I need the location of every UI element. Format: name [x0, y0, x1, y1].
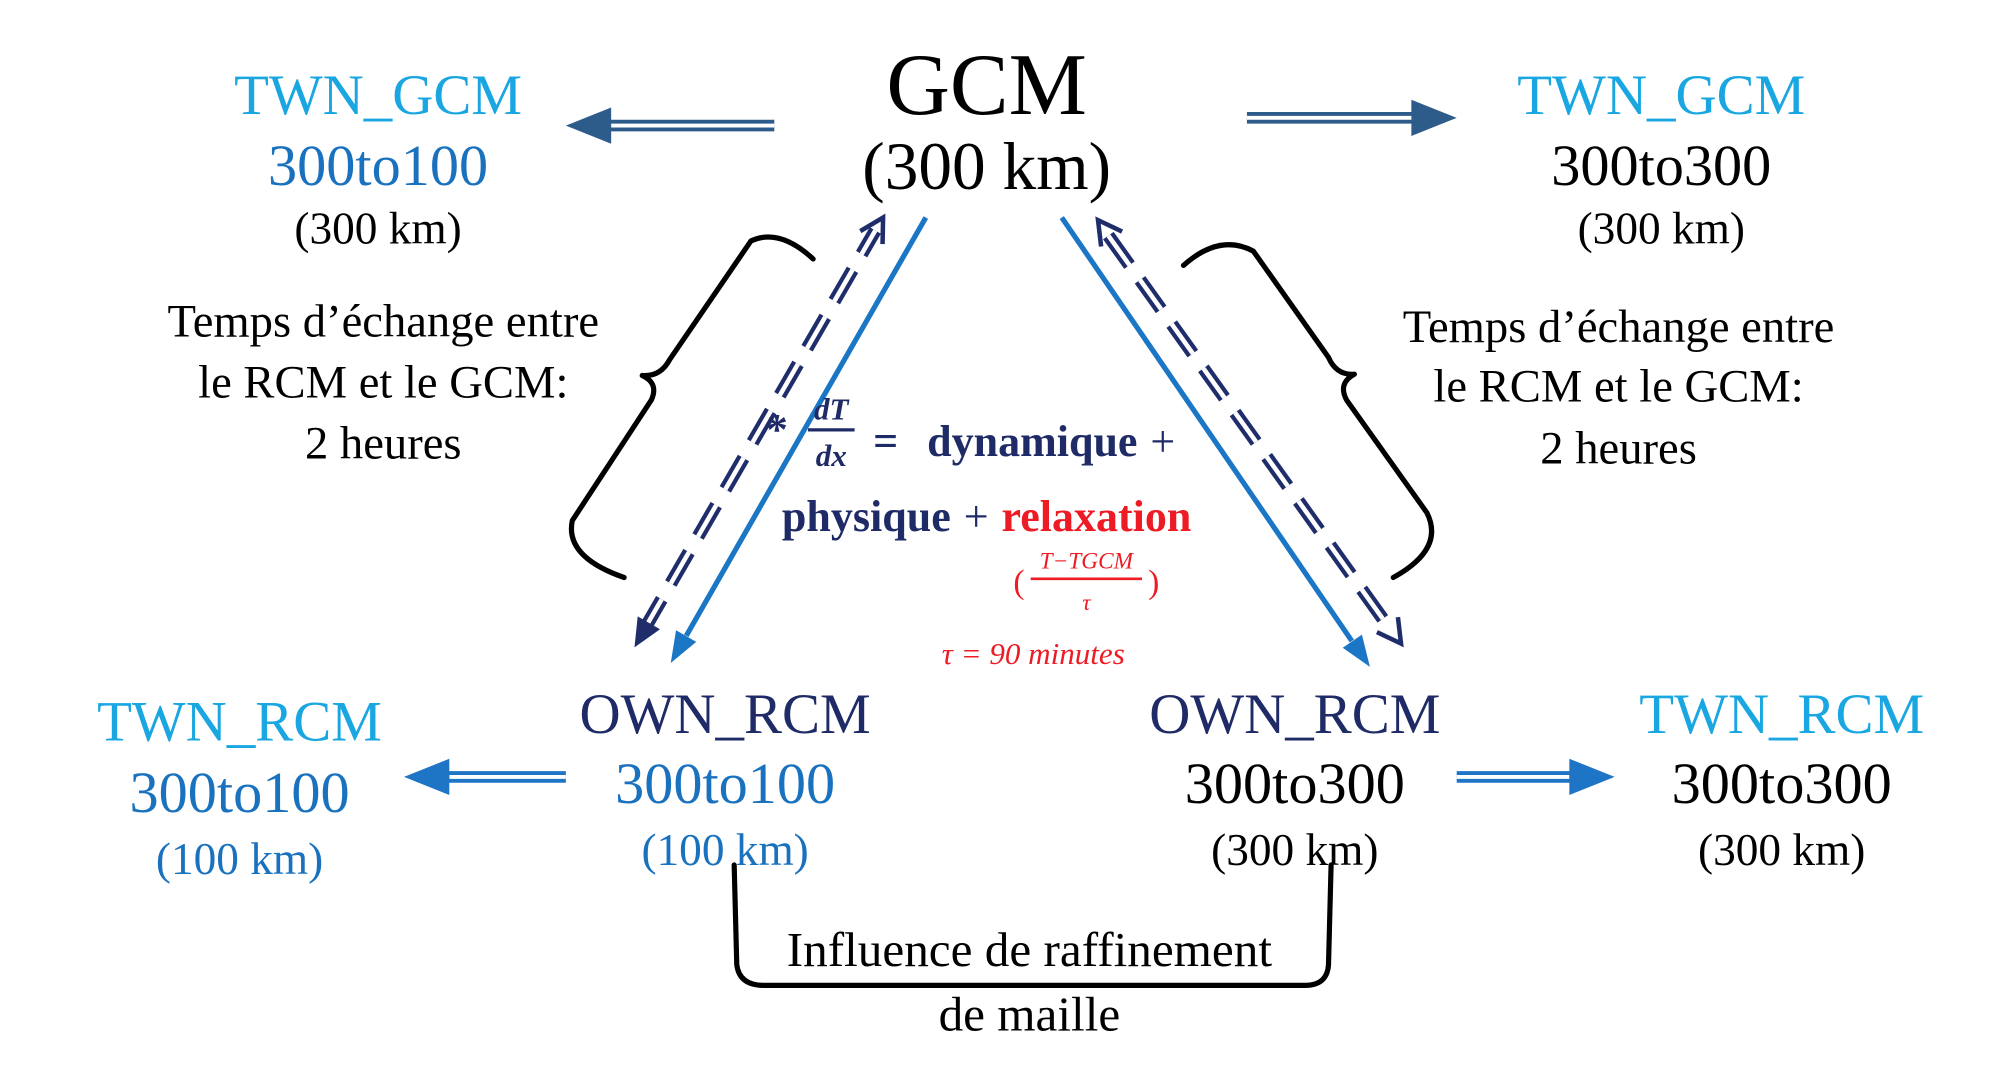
exchange-right-line-2: le RCM et le GCM:: [1433, 360, 1803, 412]
twn-rcm-right-resolution: (300 km): [1698, 825, 1865, 875]
relaxation-open-paren: (: [1013, 564, 1024, 601]
exchange-left-line-3: 2 heures: [305, 417, 462, 469]
own-rcm-left-config: 300to100: [615, 751, 835, 816]
equation-plus-1: +: [1150, 417, 1175, 466]
equation-line-1: dynamique +: [927, 417, 1175, 466]
refinement-line-1: Influence de raffinement: [787, 922, 1273, 977]
exchange-left-line-1: Temps d’échange entre: [168, 296, 600, 348]
equation-plus-2: +: [964, 492, 989, 541]
brace-right: [1180, 242, 1435, 581]
twn-gcm-left-node: TWN_GCM 300to100 (300 km): [234, 64, 522, 253]
arrow-gcm-to-own-rcm-left: [670, 216, 929, 663]
relaxation-tau-value: τ = 90 minutes: [942, 636, 1125, 671]
own-rcm-right-resolution: (300 km): [1211, 825, 1378, 875]
own-rcm-left-resolution: (100 km): [641, 825, 808, 875]
twn-gcm-right-config: 300to300: [1551, 133, 1771, 198]
exchange-right-line-1: Temps d’échange entre: [1403, 301, 1835, 353]
twn-gcm-right-name: TWN_GCM: [1517, 64, 1805, 127]
refinement-line-2: de maille: [939, 987, 1121, 1042]
equation-numerator: dT: [814, 392, 850, 427]
own-rcm-right-config: 300to300: [1185, 751, 1405, 816]
equation-equals: =: [873, 417, 898, 466]
gcm-node: GCM (300 km): [862, 37, 1111, 204]
own-rcm-left-node: OWN_RCM 300to100 (100 km): [580, 683, 871, 875]
arrow-own-rcm-to-twn-rcm-right: [1456, 758, 1615, 796]
twn-gcm-left-resolution: (300 km): [294, 203, 461, 253]
twn-rcm-right-name: TWN_RCM: [1639, 683, 1924, 746]
twn-rcm-left-name: TWN_RCM: [97, 691, 382, 754]
arrow-own-rcm-to-twn-rcm-left: [403, 758, 566, 796]
twn-gcm-left-config: 300to100: [268, 133, 488, 198]
twn-rcm-left-resolution: (100 km): [156, 834, 323, 884]
twn-rcm-left-config: 300to100: [130, 760, 350, 825]
twn-rcm-right-node: TWN_RCM 300to300 (300 km): [1639, 683, 1924, 875]
gcm-title: GCM: [886, 37, 1087, 134]
equation-denominator: dx: [816, 438, 847, 473]
exchange-right-line-3: 2 heures: [1540, 423, 1697, 475]
tendency-equation: * dT dx = dynamique+ physique+relaxation…: [766, 392, 1192, 672]
own-rcm-right-node: OWN_RCM 300to300 (300 km): [1149, 683, 1440, 875]
own-rcm-left-name: OWN_RCM: [580, 683, 871, 746]
equation-term-dynamique: dynamique: [927, 417, 1137, 466]
twn-gcm-left-name: TWN_GCM: [234, 64, 522, 127]
equation-term-physique: physique: [782, 492, 951, 541]
equation-term-relaxation: relaxation: [1001, 492, 1191, 541]
own-rcm-right-name: OWN_RCM: [1149, 683, 1440, 746]
twn-gcm-right-node: TWN_GCM 300to300 (300 km): [1517, 64, 1805, 253]
equation-star: *: [766, 405, 788, 454]
relaxation-numerator: T−TGCM: [1040, 548, 1135, 574]
relaxation-close-paren: ): [1148, 564, 1159, 601]
relaxation-denominator: τ: [1082, 590, 1092, 616]
arrow-gcm-to-twn-gcm-right: [1246, 99, 1457, 136]
exchange-time-right: Temps d’échange entre le RCM et le GCM: …: [1403, 301, 1835, 475]
exchange-left-line-2: le RCM et le GCM:: [198, 357, 568, 409]
brace-left: [568, 234, 816, 581]
arrow-own-rcm-left-to-gcm-dashed: [634, 213, 886, 648]
arrow-gcm-to-twn-gcm-left: [565, 107, 775, 144]
twn-gcm-right-resolution: (300 km): [1578, 203, 1745, 253]
refinement-label: Influence de raffinement de maille: [787, 922, 1273, 1042]
gcm-resolution: (300 km): [862, 129, 1111, 204]
twn-rcm-right-config: 300to300: [1672, 751, 1892, 816]
equation-line-2: physique +relaxation: [782, 492, 1191, 541]
arrow-gcm-to-own-rcm-right: [1059, 216, 1370, 667]
refinement-bracket: [731, 862, 1334, 988]
twn-rcm-left-node: TWN_RCM 300to100 (100 km): [97, 691, 382, 884]
arrow-own-rcm-right-to-gcm-dashed: [1095, 216, 1404, 648]
exchange-time-left: Temps d’échange entre le RCM et le GCM: …: [168, 296, 600, 470]
